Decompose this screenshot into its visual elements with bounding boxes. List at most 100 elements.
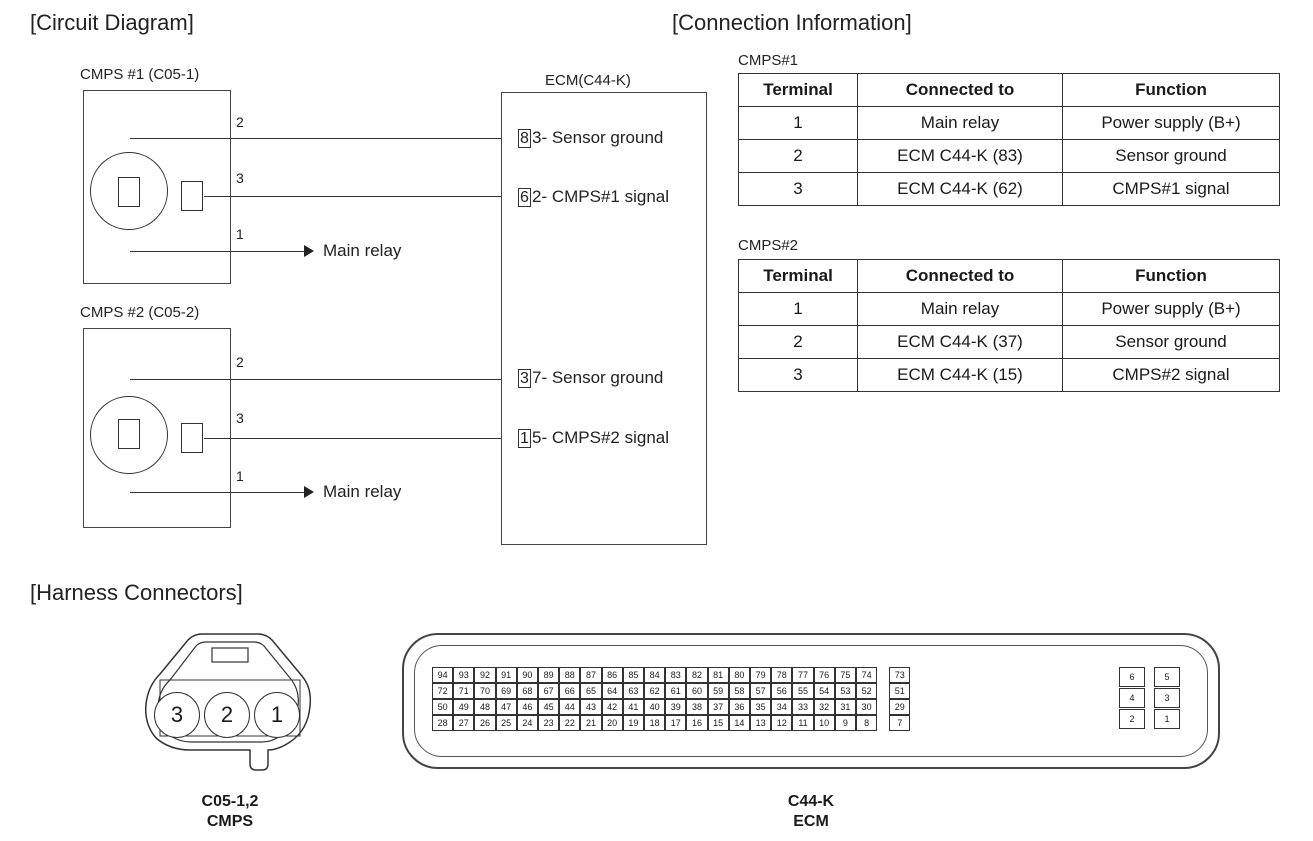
ecm-connector-pin: 81 [707, 667, 729, 683]
sensor2-signal-wire [204, 438, 516, 439]
ecm-connector-pin: 13 [750, 715, 772, 731]
cmps2-table-title: CMPS#2 [738, 237, 799, 254]
column-header: Connected to [857, 259, 1063, 293]
ecm-connector-caption: C44-K ECM [731, 792, 891, 832]
ecm-connector-pin: 30 [856, 699, 878, 715]
ecm-connector-pin: 7 [889, 715, 911, 731]
ecm-connector-pin: 87 [580, 667, 602, 683]
ecm-connector-pin: 79 [750, 667, 772, 683]
ecm-connector-pin: 11 [792, 715, 814, 731]
ecm-box [501, 92, 707, 545]
ecm-connector-pin: 74 [856, 667, 878, 683]
table-cell: 1 [738, 106, 858, 140]
ecm-connector-pin: 54 [813, 683, 835, 699]
cmps-connector-caption: C05-1,2 CMPS [150, 792, 310, 832]
ecm-connector-pin: 47 [495, 699, 517, 715]
ecm-connector-pin: 33 [792, 699, 814, 715]
circuit-diagram-heading: [Circuit Diagram] [30, 10, 194, 35]
table-cell: Power supply (B+) [1062, 292, 1280, 326]
column-header: Terminal [738, 259, 858, 293]
ecm-connector-pin: 10 [813, 715, 835, 731]
ecm-connector-pin: 52 [856, 683, 878, 699]
column-header: Connected to [857, 73, 1063, 107]
ecm-connector-pin: 36 [728, 699, 750, 715]
ecm-connector-pin: 46 [516, 699, 538, 715]
table-cell: 3 [738, 172, 858, 206]
ecm-connector-inner [414, 645, 1208, 757]
table-cell: CMPS#1 signal [1062, 172, 1280, 206]
cmps1-table-title: CMPS#1 [738, 52, 799, 69]
column-header: Terminal [738, 73, 858, 107]
cmps2-connection-table: Terminal Connected to Function 1 Main re… [738, 259, 1280, 392]
column-header: Function [1062, 73, 1280, 107]
ecm-connector-outer [402, 633, 1220, 769]
sensor2-title: CMPS #2 (C05-2) [80, 304, 200, 321]
ecm-connector-pin: 58 [728, 683, 750, 699]
sensor2-main-relay-label: Main relay [323, 482, 402, 501]
ecm-connector-pin: 62 [644, 683, 666, 699]
sensor1-power-arrow-icon [304, 245, 314, 257]
sensor1-title: CMPS #1 (C05-1) [80, 66, 200, 83]
ecm-connector-pin: 20 [601, 715, 623, 731]
ecm-connector-pin: 22 [559, 715, 581, 731]
ecm-connector-pin: 80 [728, 667, 750, 683]
table-cell: Power supply (B+) [1062, 106, 1280, 140]
ecm-connector-pin: 24 [516, 715, 538, 731]
ecm-connector-pin: 57 [750, 683, 772, 699]
table-cell: 2 [738, 325, 858, 359]
table-cell: Main relay [857, 106, 1063, 140]
connection-information-heading: [Connection Information] [672, 10, 912, 35]
ecm-connector-pin: 19 [622, 715, 644, 731]
ecm-connector-pin: 50 [432, 699, 454, 715]
sensor2-pin-1-label: 1 [236, 468, 244, 484]
sensor1-magnet-element [118, 177, 140, 207]
sensor2-ground-wire [130, 379, 516, 380]
ecm-connector-pin: 86 [601, 667, 623, 683]
ecm-connector-pin: 26 [474, 715, 496, 731]
ecm-connector-pin: 69 [495, 683, 517, 699]
ecm-connector-pin: 41 [622, 699, 644, 715]
ecm-connector-pin: 71 [453, 683, 475, 699]
ecm-connector-pin: 51 [889, 683, 911, 699]
table-cell: Sensor ground [1062, 139, 1280, 173]
ecm-connector-pin: 15 [707, 715, 729, 731]
cmps1-connection-table: Terminal Connected to Function 1 Main re… [738, 73, 1280, 206]
ecm-connector-pin: 78 [771, 667, 793, 683]
cmps-connector-pin: 2 [204, 692, 250, 738]
ecm-connector-pin: 85 [622, 667, 644, 683]
sensor1-signal-wire [204, 196, 516, 197]
ecm-connector-pin: 14 [728, 715, 750, 731]
ecm-connector-pin: 66 [559, 683, 581, 699]
table-cell: ECM C44-K (15) [857, 358, 1063, 392]
cmps-connector-pin: 3 [154, 692, 200, 738]
ecm-connector-pin: 8 [856, 715, 878, 731]
sensor1-hall-element [181, 181, 203, 211]
table-row: 3 ECM C44-K (62) CMPS#1 signal [738, 172, 1280, 206]
table-header-row: Terminal Connected to Function [738, 73, 1280, 107]
ecm-connector-pin: 28 [432, 715, 454, 731]
ecm-connector-pin: 31 [834, 699, 856, 715]
ecm-connector-pin: 12 [771, 715, 793, 731]
sensor2-magnet-element [118, 419, 140, 449]
ecm-connector-pin: 77 [792, 667, 814, 683]
ecm-connector-pin: 60 [686, 683, 708, 699]
ecm-connector-pin: 37 [707, 699, 729, 715]
ecm-connector-pin: 59 [707, 683, 729, 699]
harness-connectors-heading: [Harness Connectors] [30, 580, 243, 605]
ecm-connector-pin: 91 [495, 667, 517, 683]
cmps-connector-name: CMPS [206, 813, 254, 830]
table-cell: ECM C44-K (83) [857, 139, 1063, 173]
ecm-connector-pin: 82 [686, 667, 708, 683]
ecm-connector-pin: 40 [644, 699, 666, 715]
ecm-connector-pin: 88 [559, 667, 581, 683]
ecm-connector-pin: 55 [792, 683, 814, 699]
cmps-connector-id: C05-1,2 [201, 793, 259, 810]
ecm-connector-pin: 89 [538, 667, 560, 683]
ecm-connector-pin: 38 [686, 699, 708, 715]
table-cell: Main relay [857, 292, 1063, 326]
ecm-connector-pin: 6 [1119, 667, 1145, 687]
sensor2-power-wire [130, 492, 305, 493]
ecm-connector-pin: 63 [622, 683, 644, 699]
sensor1-power-wire [130, 251, 305, 252]
